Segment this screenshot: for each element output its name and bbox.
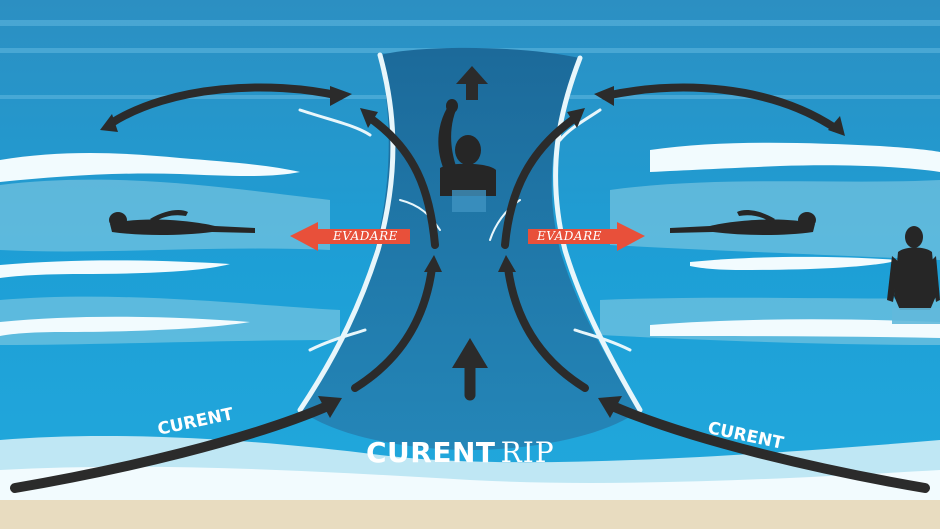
current-arrowheads [100, 66, 845, 418]
arrowhead-top-left-in [330, 86, 352, 106]
arrow-right-lower-curve [504, 264, 589, 392]
arrow-right-upper-curve [501, 114, 579, 249]
arrow-incoming-left [10, 400, 335, 493]
arrow-top-right-loop [601, 83, 839, 132]
arrowhead-top-center [456, 66, 488, 84]
arrow-left-lower-curve [351, 264, 436, 392]
diagram-title: CURENT RIP [366, 436, 555, 469]
channel-foam [297, 52, 643, 413]
arrowhead-incoming-right [598, 396, 622, 418]
arrow-top-left-loop [106, 83, 344, 128]
breaking-waves-left [0, 153, 300, 336]
swimmer-in-rip-water [452, 190, 486, 212]
escape-arrow-left [290, 222, 410, 251]
title-bold: CURENT [366, 436, 496, 469]
swimmer-left [109, 210, 255, 235]
standing-person-water [892, 308, 940, 324]
escape-arrow-right [528, 222, 645, 251]
rip-channel [300, 47, 640, 451]
current-arrows [10, 83, 930, 493]
evadare-right-label: EVADARE [537, 229, 602, 243]
arrowhead-center [452, 338, 488, 368]
evadare-left-label: EVADARE [333, 229, 398, 243]
breaking-waves-right [650, 142, 940, 338]
swimmer-right [670, 210, 816, 235]
arrowhead-left-upper [360, 108, 378, 128]
shore-foam [0, 466, 940, 500]
standing-person [887, 226, 940, 310]
title-light: RIP [500, 436, 555, 469]
arrowhead-top-left-loop [100, 114, 118, 132]
arrow-left-upper-curve [366, 114, 439, 249]
arrowhead-right-upper [567, 108, 585, 128]
arrow-incoming-right [605, 400, 930, 493]
arrowhead-top-right-in [594, 86, 614, 106]
swimmer-in-rip [438, 99, 496, 196]
arrowhead-top-right-loop [828, 116, 845, 136]
arrowhead-left-lower [424, 255, 442, 272]
arrowhead-incoming-left [318, 396, 342, 418]
escape-arrows [290, 222, 645, 251]
beach-sand [0, 500, 940, 529]
arrowhead-right-lower [498, 255, 516, 272]
arrow-top-center-stem [466, 82, 478, 100]
